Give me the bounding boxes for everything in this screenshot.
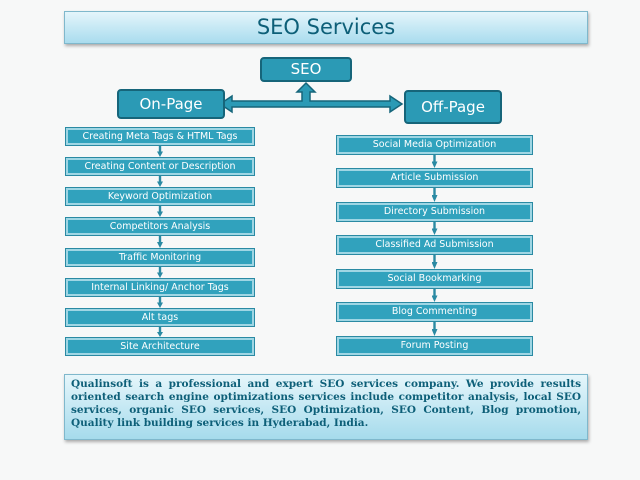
on_page-item: Creating Meta Tags & HTML Tags [65,127,255,146]
off_page-item: Directory Submission [336,202,533,222]
on_page-item: Keyword Optimization [65,187,255,206]
down-arrow-icon [431,188,438,202]
down-arrow-icon [157,176,163,187]
down-arrow-icon [431,289,438,302]
off_page-item: Classified Ad Submission [336,235,533,255]
down-arrow-icon [431,155,438,168]
down-arrow-icon [431,255,438,269]
page-title: SEO Services [64,11,588,44]
down-arrow-icon [157,327,163,337]
down-arrow-icon [157,146,163,157]
on_page-item: Alt tags [65,308,255,327]
connector-arrows [218,81,404,114]
down-arrow-icon [157,297,163,308]
on-page-node: On-Page [117,89,225,119]
on_page-item: Traffic Monitoring [65,248,255,267]
down-arrow-icon [157,236,163,248]
description-text: Qualinsoft is a professional and expert … [64,374,588,440]
down-arrow-icon [157,267,163,278]
down-arrow-icon [431,322,438,336]
on_page-item: Site Architecture [65,337,255,356]
off-page-node: Off-Page [404,90,502,124]
on_page-item: Internal Linking/ Anchor Tags [65,278,255,297]
double-arrow-icon [218,81,404,114]
off_page-item: Blog Commenting [336,302,533,322]
on_page-item: Creating Content or Description [65,157,255,176]
off_page-item: Social Bookmarking [336,269,533,289]
seo-node: SEO [260,57,352,82]
off_page-item: Social Media Optimization [336,135,533,155]
down-arrow-icon [431,222,438,235]
down-arrow-icon [157,206,163,217]
off_page-item: Article Submission [336,168,533,188]
off_page-item: Forum Posting [336,336,533,356]
on_page-item: Competitors Analysis [65,217,255,236]
